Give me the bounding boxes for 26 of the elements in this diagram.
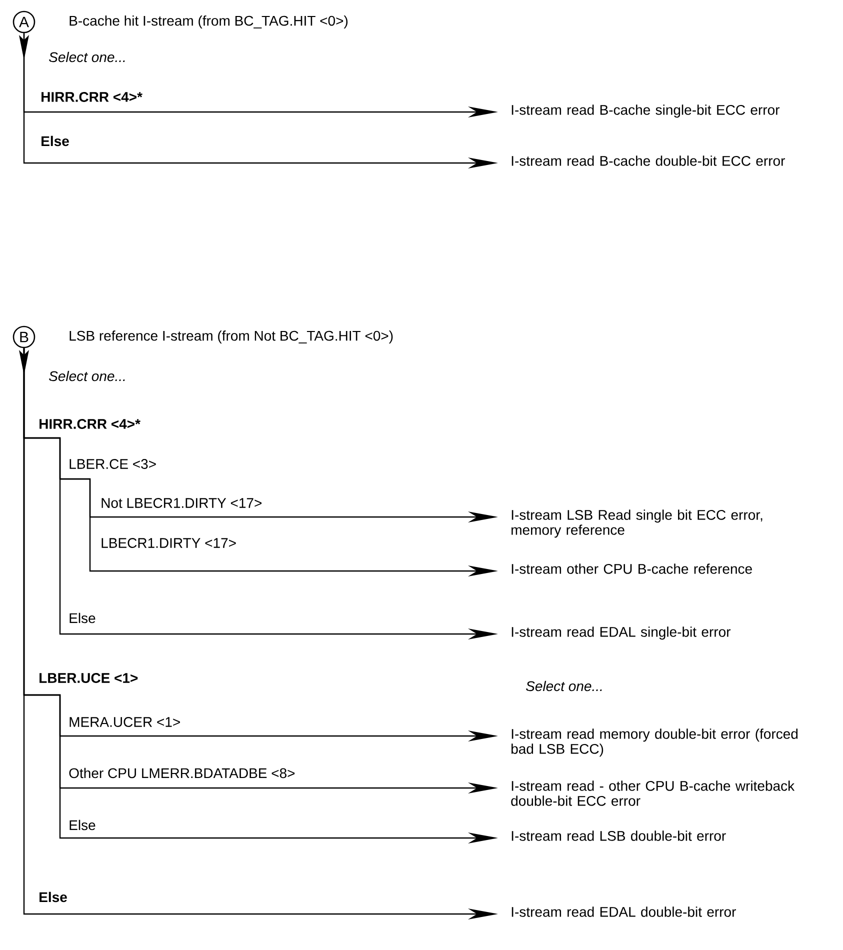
result-text: I-stream read EDAL single-bit error — [512, 626, 731, 640]
condition-label: LBECR1.DIRTY <17> — [102, 538, 236, 548]
select-note: Select one... — [49, 370, 125, 382]
condition-label: HIRR.CRR <4>* — [42, 92, 142, 102]
result-text: I-stream read memory double-bit error (forced bad LSB ECC) — [512, 728, 798, 757]
result-text: I-stream read LSB double-bit error — [512, 830, 726, 841]
condition-label: Else — [70, 612, 96, 624]
result-text: I-stream LSB Read single bit ECC error, memory reference — [512, 510, 762, 538]
condition-label: Else — [40, 892, 67, 902]
condition-label: MERA.UCER <1> — [70, 717, 180, 727]
condition-label: HIRR.CRR <4>* — [40, 419, 140, 429]
result-text: I-stream read B-cache single-bit ECC error — [512, 104, 780, 118]
select-note: Select one... — [526, 680, 602, 692]
condition-label: Else — [70, 820, 96, 830]
condition-label: Else — [42, 136, 69, 146]
heading: LSB reference I-stream (from Not BC_TAG.HIT <0>) — [70, 330, 393, 344]
result-text: I-stream other CPU B-cache reference — [512, 564, 752, 574]
result-text: I-stream read EDAL double-bit error — [512, 906, 736, 917]
condition-label: LBER.CE <3> — [70, 459, 156, 469]
result-text: I-stream read - other CPU B-cache writeback double-bit ECC error — [511, 780, 795, 806]
condition-label: Other CPU LMERR.BDATADBE <8> — [69, 768, 295, 778]
result-text: I-stream read B-cache double-bit ECC error — [512, 156, 785, 166]
select-note: Select one... — [49, 52, 125, 62]
heading: B-cache hit I-stream (from BC_TAG.HIT <0>) — [70, 15, 348, 28]
condition-label: LBER.UCE <1> — [40, 673, 138, 683]
condition-label: Not LBECR1.DIRTY <17> — [102, 498, 262, 508]
